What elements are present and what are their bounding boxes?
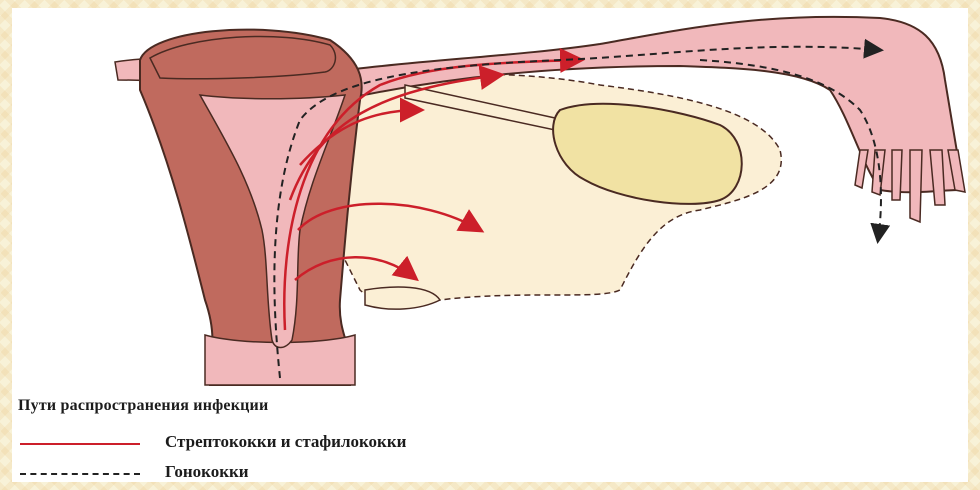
legend-item-gono: Гонококки — [20, 462, 620, 486]
legend-label-strep: Стрептококки и стафилококки — [165, 432, 406, 452]
uterus-wall — [140, 30, 362, 385]
legend-label-gono: Гонококки — [165, 462, 249, 482]
dashed-black-line-icon — [20, 473, 140, 475]
solid-red-line-icon — [20, 443, 140, 445]
legend-item-strep: Стрептококки и стафилококки — [20, 432, 620, 456]
legend-title: Пути распространения инфекции — [18, 397, 268, 415]
